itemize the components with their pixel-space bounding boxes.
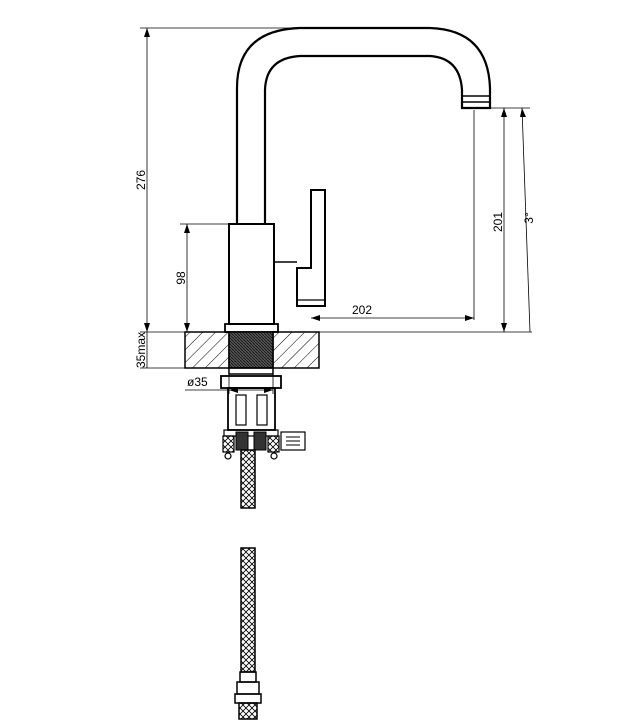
hose-end-fitting [234, 671, 262, 720]
dim-spout-height: 201 [278, 107, 532, 333]
faucet-body [228, 223, 297, 325]
dim-spout-angle: 3° [520, 107, 536, 333]
braided-hose-upper [240, 449, 256, 509]
braided-hose-lower [240, 547, 256, 673]
faucet-handle [296, 189, 326, 307]
base-plate [224, 323, 279, 333]
dim-deck-thickness: 35max [134, 331, 185, 369]
dim-hole-diameter: ø35 [185, 368, 274, 394]
dim-35max-label: 35max [134, 332, 148, 368]
mounting-shank [220, 367, 282, 437]
dim-202-label: 202 [352, 303, 372, 317]
dim-201-label: 201 [491, 212, 505, 232]
dim-3deg-label: 3° [522, 212, 536, 224]
countertop-section [184, 331, 320, 369]
hose-connectors [222, 431, 306, 460]
dim-body-height: 98 [174, 223, 229, 332]
dim-35-label: ø35 [187, 375, 208, 389]
faucet-spout [235, 26, 492, 224]
dim-spout-reach: 202 [311, 110, 475, 321]
dim-98-label: 98 [174, 271, 188, 285]
dim-276-label: 276 [134, 170, 148, 190]
dim-overall-height: 276 [134, 27, 300, 332]
